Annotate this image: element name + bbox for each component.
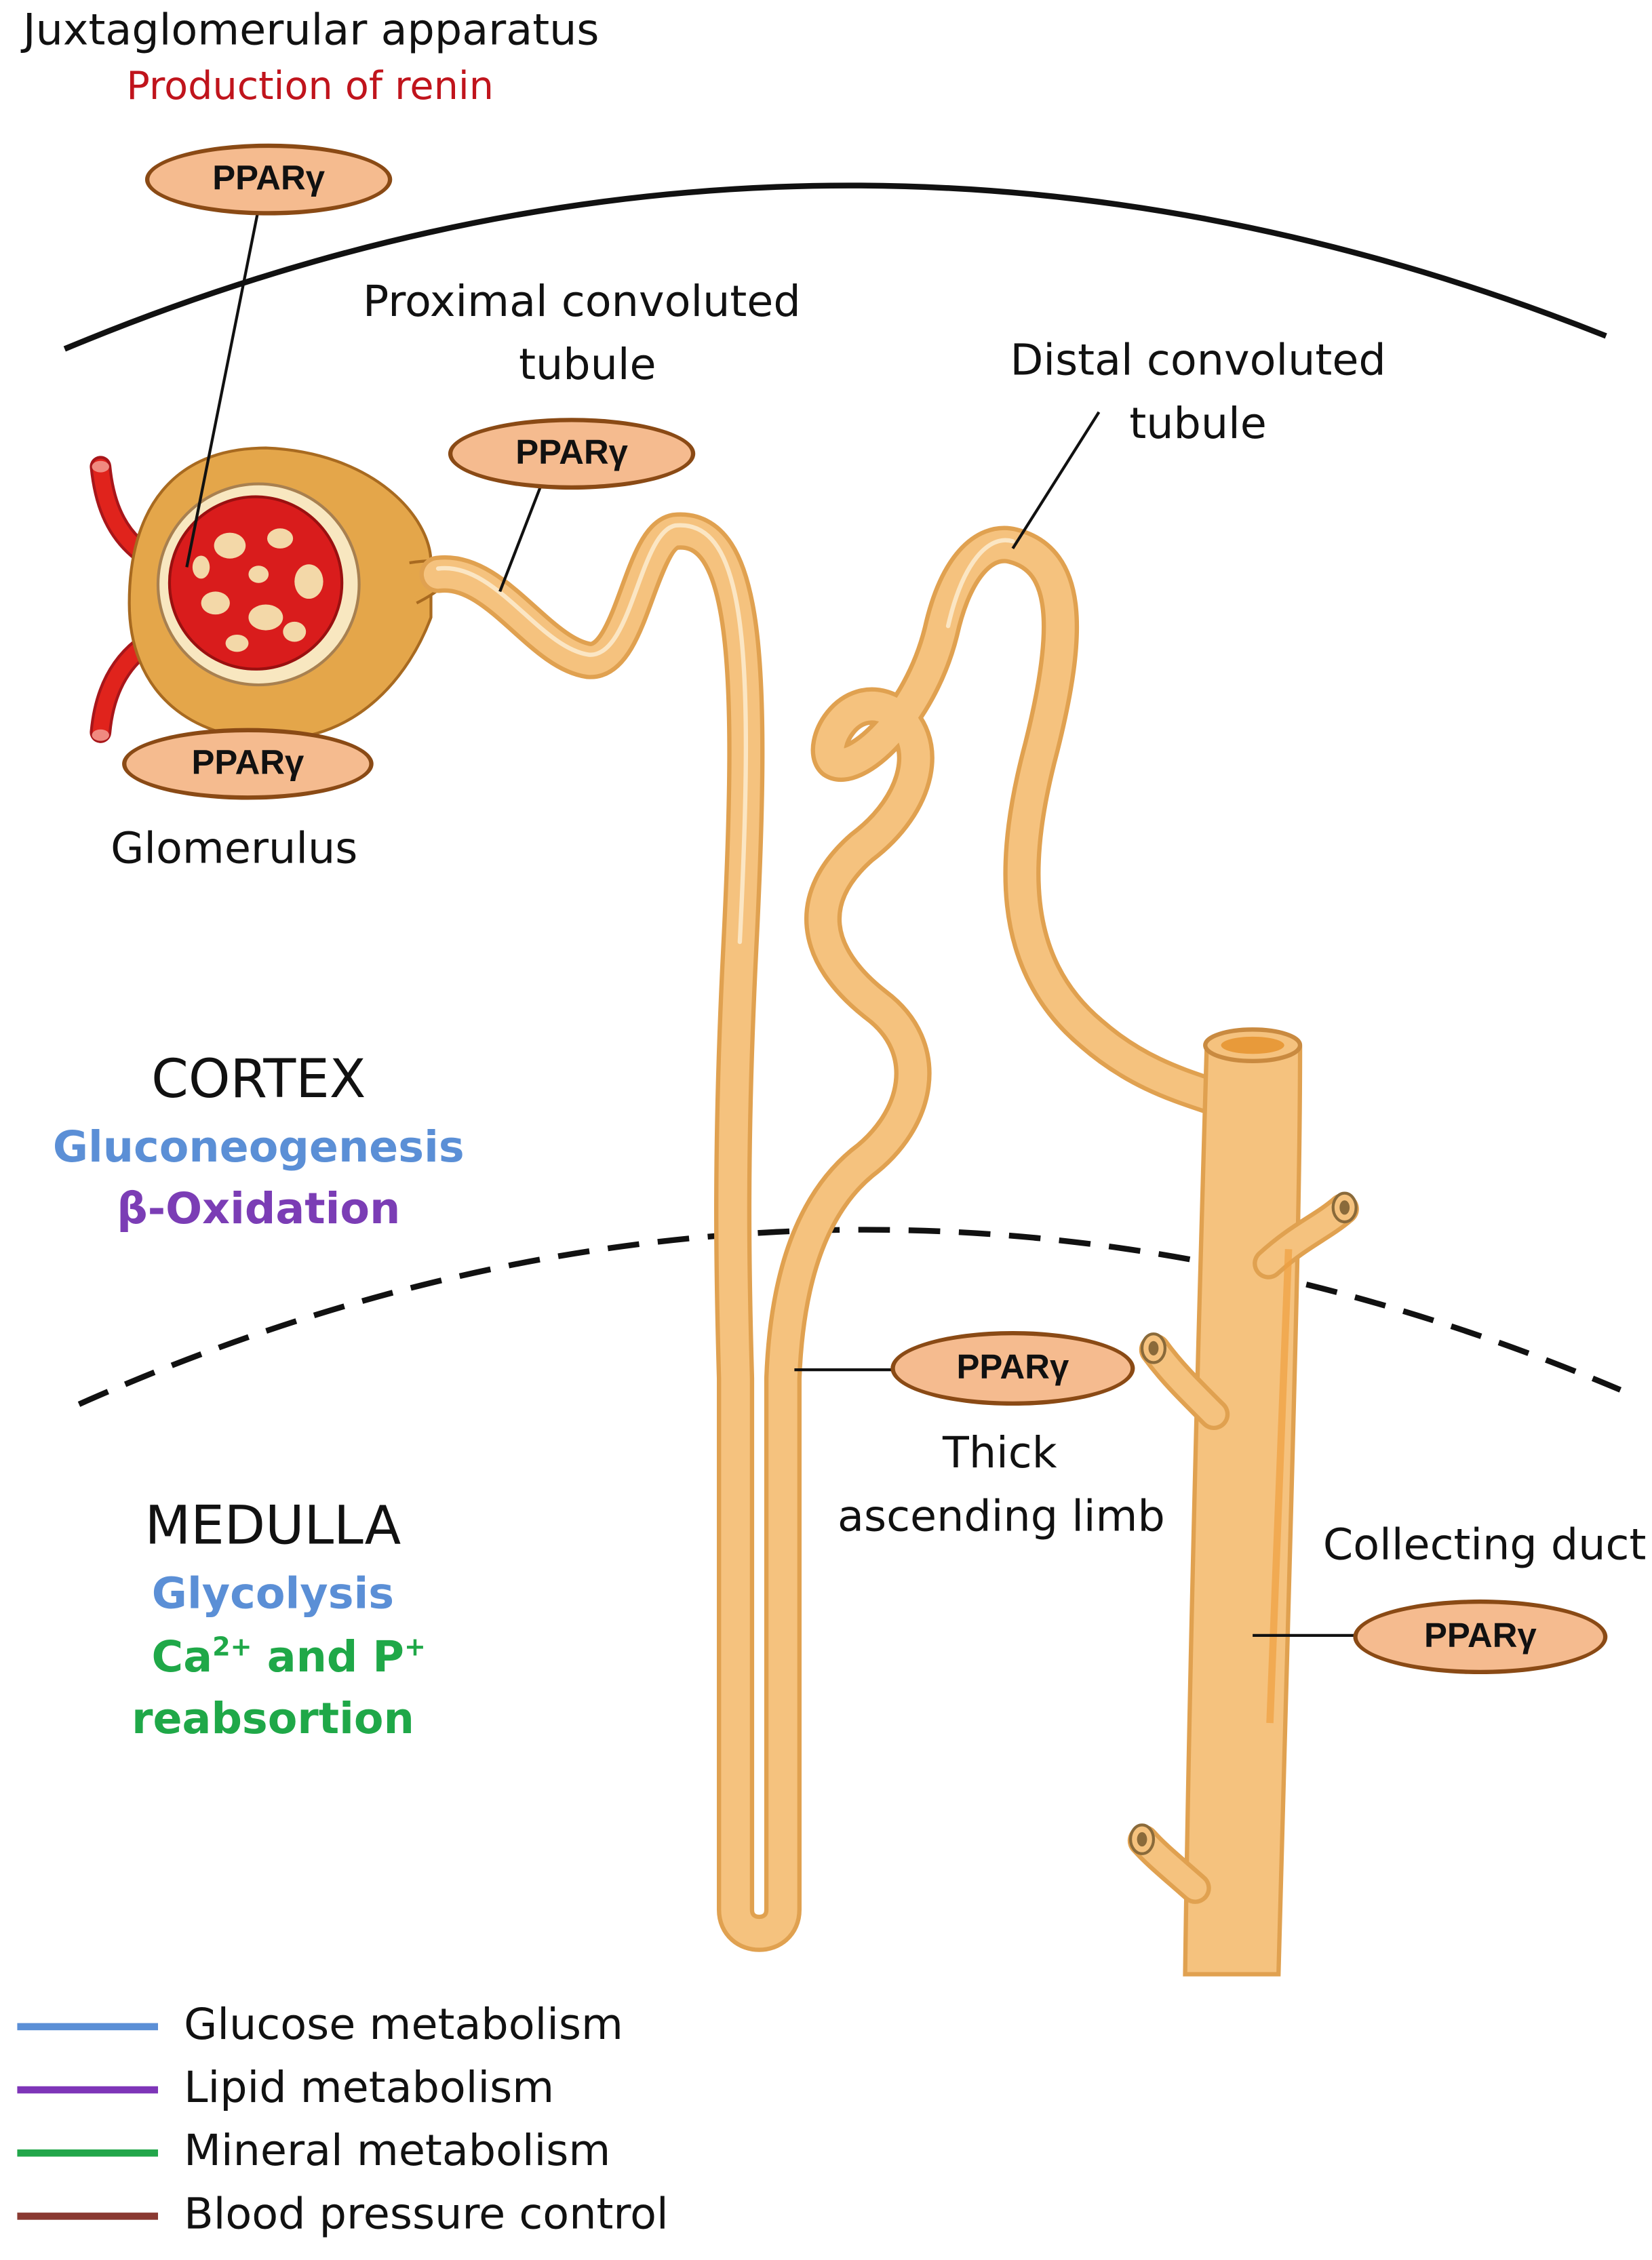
collecting-duct-label: Collecting duct [1322,1520,1647,1571]
legend-label: Lipid metabolism [184,2063,555,2114]
glycolysis-label: Glycolysis [151,1569,395,1620]
dct-label-line1: Distal convoluted [1010,336,1386,386]
mineral-label: Ca2+ and P+ [152,1635,426,1680]
legend-label: Mineral metabolism [184,2126,611,2177]
collecting-duct-shape [1127,1027,1359,1977]
cortex-label: CORTEX [151,1048,366,1110]
mineral-sup2: + [404,1632,426,1663]
ppar-badge-tal: PPARγ [890,1330,1135,1406]
legend-swatch [17,2213,159,2220]
ppar-badge-pct: PPARγ [448,418,696,490]
legend-swatch [17,2023,159,2031]
pct-label-line1: Proximal convoluted [363,277,801,328]
tal-label-line2: ascending limb [838,1492,1165,1543]
reabsortion-label: reabsortion [132,1694,414,1745]
renin-function-label: Production of renin [126,64,494,109]
ppar-badge-glomerulus: PPARγ [122,728,374,800]
pct-label-line2: tubule [519,340,656,391]
ppar-badge-jga: PPARγ [144,143,393,216]
tal-label-line1: Thick [943,1428,1057,1480]
glomerulus-label: Glomerulus [111,824,358,875]
ppar-badge-collecting-duct: PPARγ [1353,1599,1608,1675]
legend-label: Blood pressure control [184,2189,669,2240]
nephron-tubule [419,512,1255,1952]
mineral-prefix: Ca [151,1632,213,1683]
legend-label: Glucose metabolism [184,2000,623,2050]
glomerular-tuft [168,495,344,671]
gluconeogenesis-label: Gluconeogenesis [52,1122,465,1174]
jga-title: Juxtaglomerular apparatus [22,5,599,56]
pointer-lines [185,207,1356,1637]
kidney-outer-boundary [63,182,1607,352]
mineral-sup1: 2+ [212,1632,252,1663]
legend-swatch [17,2149,159,2157]
medulla-label: MEDULLA [144,1494,401,1557]
mineral-mid: and P [252,1632,405,1683]
cortex-medulla-boundary [77,1227,1622,1407]
dct-label-line2: tubule [1129,399,1267,450]
beta-oxidation-label: β-Oxidation [117,1184,401,1235]
legend-swatch [17,2086,159,2094]
